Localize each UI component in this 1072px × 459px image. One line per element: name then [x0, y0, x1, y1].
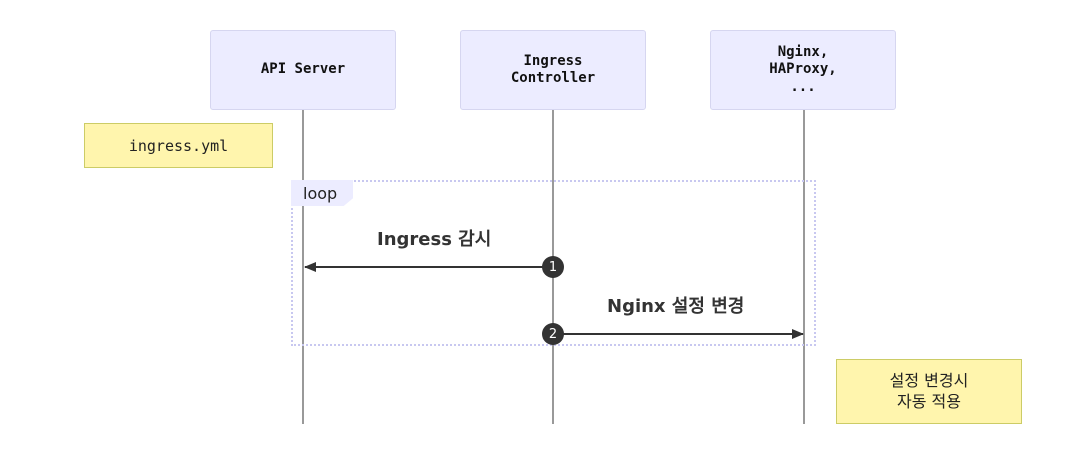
actor-ingress-controller: Ingress Controller: [460, 30, 646, 110]
loop-label-text: loop: [303, 183, 338, 203]
note-ingress-yml: ingress.yml: [84, 123, 273, 168]
note-ingress-yml-text: ingress.yml: [128, 136, 229, 155]
actor-proxy: Nginx, HAProxy, ...: [710, 30, 896, 110]
actor-ingress-controller-label: Ingress Controller: [510, 52, 596, 87]
actor-proxy-label: Nginx, HAProxy, ...: [769, 43, 837, 95]
message-1-label: Ingress 감시: [377, 229, 492, 250]
note-auto-apply-text: 설정 변경시 자동 적용: [889, 370, 969, 411]
message-2-label: Nginx 설정 변경: [607, 296, 745, 317]
note-auto-apply: 설정 변경시 자동 적용: [836, 359, 1022, 424]
message-2-number-badge: 2: [542, 323, 564, 345]
loop-label: loop: [291, 180, 353, 206]
actor-api-server: API Server: [210, 30, 396, 110]
lifeline-api-server: [302, 110, 304, 424]
message-1-number-badge: 1: [542, 256, 564, 278]
loop-frame: [291, 180, 816, 346]
lifeline-proxy: [803, 110, 805, 424]
actor-api-server-label: API Server: [260, 61, 346, 78]
